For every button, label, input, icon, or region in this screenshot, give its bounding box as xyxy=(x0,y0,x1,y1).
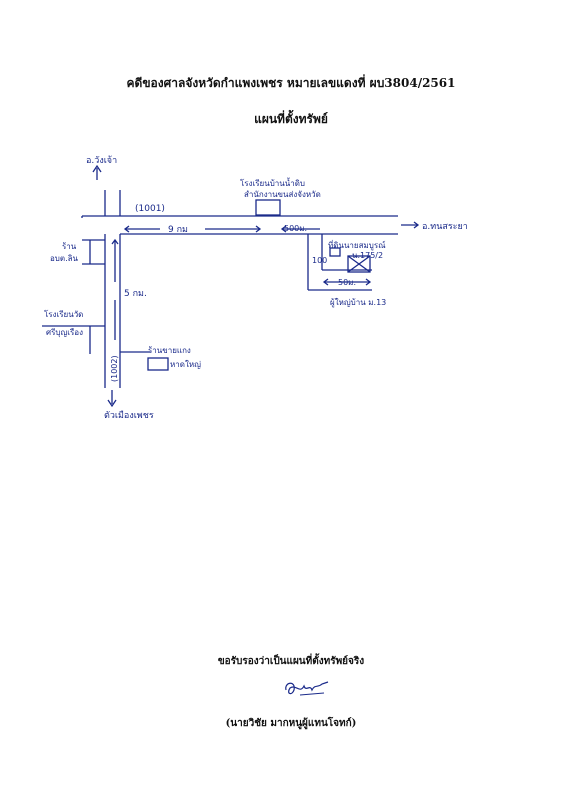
label-south: ตัวเมืองเพชร xyxy=(104,411,154,421)
label-west-2: อบต.ลิน xyxy=(50,254,78,263)
label-500m: 500ม. xyxy=(284,224,308,233)
land-plot xyxy=(347,255,371,273)
south-arrow-head xyxy=(107,399,117,408)
label-road-1002: (1002) xyxy=(110,355,119,382)
label-50m: 50ม. xyxy=(338,278,356,287)
label-9km: 9 กม xyxy=(168,225,188,235)
signature-image xyxy=(285,681,329,696)
label-west-1: ร้าน xyxy=(62,242,77,251)
document-subtitle: แผนที่ตั้งทรัพย์ xyxy=(254,112,328,126)
label-road-1001: (1001) xyxy=(135,204,165,214)
label-land-owner: ที่ดินนายสมบูรณ์ xyxy=(328,241,386,250)
signer-name: (นายวิชัย มากหนูผู้แทนโจทก์) xyxy=(225,718,357,729)
shop-box xyxy=(147,357,169,371)
label-east: อ.ทนสระยา xyxy=(422,222,468,232)
label-temple-1: โรงเรียนวัด xyxy=(44,310,84,319)
label-temple-2: ศรีบุญเรือง xyxy=(46,328,84,337)
label-shop-1: ร้านขายแกง xyxy=(148,346,191,355)
label-5km: 5 กม. xyxy=(124,289,147,299)
label-school-2: สำนักงานขนส่งจังหวัด xyxy=(244,190,321,199)
school-box xyxy=(255,199,281,216)
label-land-no: น.175/2 xyxy=(352,251,384,260)
label-north: อ.วังเจ้า xyxy=(86,156,118,166)
label-school: โรงเรียนบ้านน้ำดิบ xyxy=(240,179,305,188)
certify-text: ขอรับรองว่าเป็นแผนที่ตั้งทรัพย์จริง xyxy=(217,656,365,667)
label-100: 100 xyxy=(312,256,328,265)
label-village: ผู้ใหญ่บ้าน ม.13 xyxy=(330,298,387,307)
document-title: คดีของศาลจังหวัดกำแพงเพชร หมายเลขแดงที่ … xyxy=(126,76,456,90)
north-arrow-head xyxy=(92,164,102,173)
label-shop-2: หาดใหญ่ xyxy=(170,360,201,369)
